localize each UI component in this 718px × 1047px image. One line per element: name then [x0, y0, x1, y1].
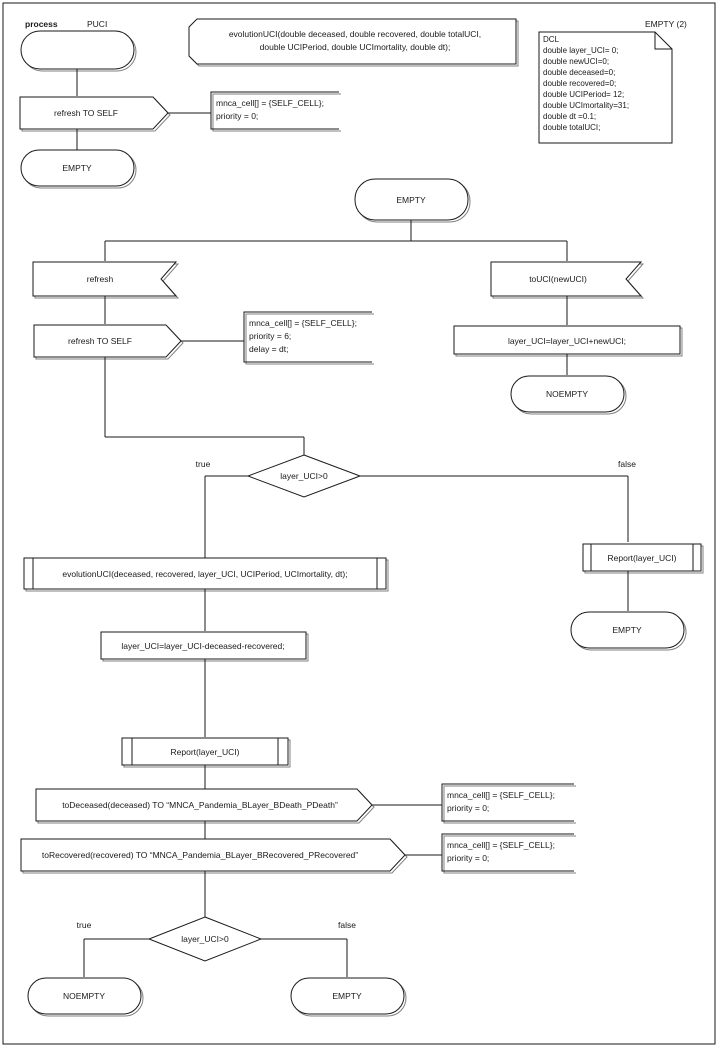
dcl-line-6: double dt =0.1; [543, 112, 596, 121]
nextstate-noempty-right: NOEMPTY [510, 375, 627, 415]
input-refresh-label: refresh [87, 274, 114, 284]
nextstate-empty-bottom: EMPTY [290, 977, 407, 1017]
task-layer-uci-add: layer_UCI=layer_UCI+newUCI; [453, 325, 683, 357]
dcl-line-3: double recovered=0; [543, 79, 616, 88]
nextstate-empty-top-label: EMPTY [62, 163, 92, 173]
note-left-branch-line-0: mnca_cell[] = {SELF_CELL}; [249, 318, 357, 328]
procedure-signature-line1: evolutionUCI(double deceased, double rec… [229, 29, 481, 39]
note-to-recovered-line-1: priority = 0; [447, 853, 489, 863]
note-to-deceased-line-0: mnca_cell[] = {SELF_CELL}; [447, 790, 555, 800]
decision-layer-uci-bottom-label: layer_UCI>0 [181, 934, 229, 944]
input-toUCI-label: toUCI(newUCI) [529, 274, 587, 284]
nextstate-noempty-bottom-label: NOEMPTY [63, 991, 105, 1001]
dcl-line-2: double deceased=0; [543, 68, 615, 77]
nextstate-empty-top: EMPTY [20, 149, 137, 189]
nextstate-noempty-bottom: NOEMPTY [27, 977, 144, 1017]
procedure-signature-line2: double UCIPeriod, double UCImortality, d… [260, 42, 451, 52]
output-to-recovered-label: toRecovered(recovered) TO “MNCA_Pandemia… [42, 850, 358, 860]
page-label: EMPTY (2) [645, 19, 687, 29]
procedure-call-evolution-uci-label: evolutionUCI(deceased, recovered, layer_… [62, 569, 347, 579]
output-to-deceased-label: toDeceased(deceased) TO “MNCA_Pandemia_B… [62, 800, 338, 810]
connector-decision-top-false [360, 475, 629, 542]
decision-bottom-true-label: true [77, 920, 92, 930]
note-to-deceased: mnca_cell[] = {SELF_CELL}; priority = 0; [441, 783, 576, 824]
nextstate-noempty-right-label: NOEMPTY [546, 389, 588, 399]
output-refresh-to-self-left: refresh TO SELF [33, 324, 184, 360]
procedure-call-evolution-uci: evolutionUCI(deceased, recovered, layer_… [23, 557, 389, 592]
note-start-branch: mnca_cell[] = {SELF_CELL}; priority = 0; [210, 91, 341, 132]
note-start-branch-line-0: mnca_cell[] = {SELF_CELL}; [216, 98, 324, 108]
task-layer-uci-subtract-label: layer_UCI=layer_UCI-deceased-recovered; [121, 641, 284, 651]
note-to-deceased-line-1: priority = 0; [447, 803, 489, 813]
input-refresh: refresh [32, 261, 180, 299]
nextstate-empty-false: EMPTY [570, 611, 687, 651]
output-refresh-to-self-top: refresh TO SELF [19, 96, 171, 132]
connector-decision-top-true [204, 475, 248, 558]
state-split-bus [104, 220, 568, 261]
nextstate-empty-bottom-label: EMPTY [332, 991, 362, 1001]
connector-decision-bottom-true [83, 938, 149, 977]
start-symbol [20, 30, 137, 72]
procedure-call-report-true-label: Report(layer_UCI) [171, 747, 240, 757]
process-name: PUCI [87, 19, 107, 29]
dcl-line-5: double UCImortality=31; [543, 101, 629, 110]
decision-layer-uci-bottom: layer_UCI>0 [147, 916, 263, 962]
note-left-branch-line-2: delay = dt; [249, 344, 288, 354]
output-to-recovered: toRecovered(recovered) TO “MNCA_Pandemia… [20, 838, 408, 874]
dcl-line-1: double newUCI=0; [543, 57, 609, 66]
procedure-call-report-false-label: Report(layer_UCI) [608, 553, 677, 563]
input-toUCI: toUCI(newUCI) [490, 261, 645, 299]
nextstate-empty-false-label: EMPTY [612, 625, 642, 635]
decision-layer-uci-top: layer_UCI>0 [246, 454, 362, 498]
procedure-call-report-false: Report(layer_UCI) [582, 543, 704, 574]
process-keyword: process [25, 19, 58, 29]
note-to-recovered-line-0: mnca_cell[] = {SELF_CELL}; [447, 840, 555, 850]
dcl-title: DCL [543, 35, 560, 44]
output-refresh-to-self-top-label: refresh TO SELF [54, 108, 118, 118]
task-layer-uci-subtract: layer_UCI=layer_UCI-deceased-recovered; [100, 631, 309, 662]
procedure-signature-box: evolutionUCI(double deceased, double rec… [188, 18, 519, 67]
task-layer-uci-add-label: layer_UCI=layer_UCI+newUCI; [508, 336, 626, 346]
note-left-branch: mnca_cell[] = {SELF_CELL}; priority = 6;… [243, 311, 374, 365]
state-empty-center-label: EMPTY [396, 195, 426, 205]
dcl-line-4: double UCIPeriod= 12; [543, 90, 624, 99]
connector-left-to-decision [104, 357, 305, 455]
state-empty-center: EMPTY [354, 178, 471, 223]
decision-top-false-label: false [618, 459, 636, 469]
output-refresh-to-self-left-label: refresh TO SELF [68, 336, 132, 346]
output-to-deceased: toDeceased(deceased) TO “MNCA_Pandemia_B… [35, 788, 375, 824]
note-start-branch-line-1: priority = 0; [216, 111, 258, 121]
decision-bottom-false-label: false [338, 920, 356, 930]
note-left-branch-line-1: priority = 6; [249, 331, 291, 341]
dcl-line-7: double totalUCI; [543, 123, 600, 132]
note-to-recovered: mnca_cell[] = {SELF_CELL}; priority = 0; [441, 833, 576, 874]
dcl-line-0: double layer_UCI= 0; [543, 46, 618, 55]
decision-layer-uci-top-label: layer_UCI>0 [280, 471, 328, 481]
decision-top-true-label: true [196, 459, 211, 469]
procedure-call-report-true: Report(layer_UCI) [121, 737, 291, 768]
connector-decision-bottom-false [261, 938, 348, 977]
dcl-note: DCL double layer_UCI= 0; double newUCI=0… [538, 31, 673, 144]
